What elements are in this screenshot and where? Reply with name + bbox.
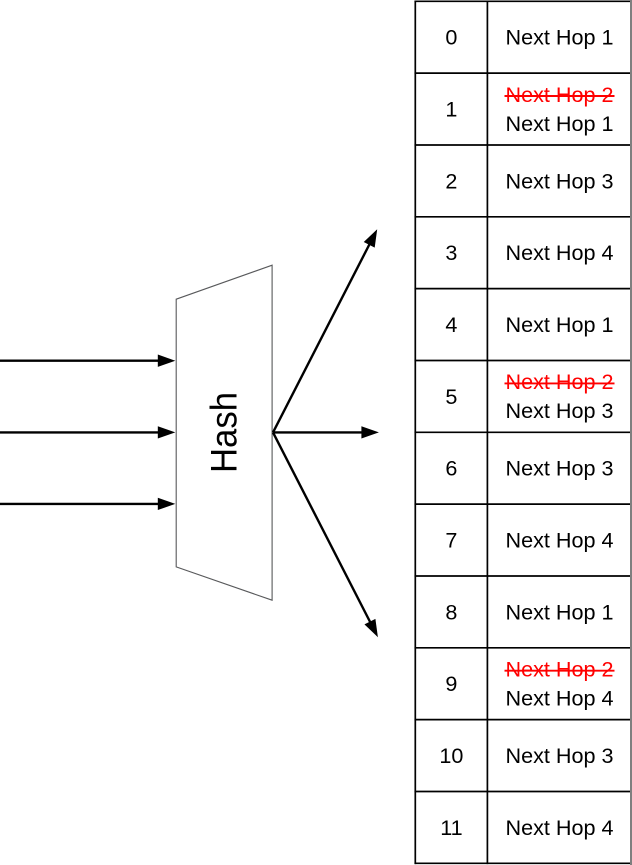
svg-text:6: 6 [445, 456, 457, 481]
svg-text:Next Hop 3: Next Hop 3 [505, 743, 613, 768]
svg-text:Hash: Hash [204, 392, 245, 473]
svg-text:Next Hop 3: Next Hop 3 [505, 398, 613, 423]
svg-text:5: 5 [445, 384, 457, 409]
svg-text:Next Hop 4: Next Hop 4 [505, 527, 613, 552]
svg-text:Next Hop 3: Next Hop 3 [505, 168, 613, 193]
svg-text:Next Hop 1: Next Hop 1 [505, 111, 613, 136]
svg-text:1: 1 [445, 97, 457, 122]
svg-text:9: 9 [445, 671, 457, 696]
svg-text:2: 2 [445, 168, 457, 193]
svg-text:Next Hop 1: Next Hop 1 [505, 25, 613, 50]
svg-text:Next Hop 4: Next Hop 4 [505, 686, 613, 711]
svg-text:8: 8 [445, 599, 457, 624]
svg-text:4: 4 [445, 312, 457, 337]
svg-text:3: 3 [445, 240, 457, 265]
svg-text:Next Hop 2: Next Hop 2 [505, 82, 613, 107]
svg-text:Next Hop 2: Next Hop 2 [505, 369, 613, 394]
svg-text:Next Hop 1: Next Hop 1 [505, 599, 613, 624]
svg-text:Next Hop 4: Next Hop 4 [505, 240, 613, 265]
svg-text:Next Hop 2: Next Hop 2 [505, 657, 613, 682]
svg-text:0: 0 [445, 25, 457, 50]
svg-text:Next Hop 1: Next Hop 1 [505, 312, 613, 337]
svg-text:Next Hop 3: Next Hop 3 [505, 456, 613, 481]
svg-text:Next Hop 4: Next Hop 4 [505, 815, 613, 840]
svg-text:10: 10 [439, 743, 463, 768]
svg-text:7: 7 [445, 527, 457, 552]
svg-text:11: 11 [440, 815, 462, 840]
